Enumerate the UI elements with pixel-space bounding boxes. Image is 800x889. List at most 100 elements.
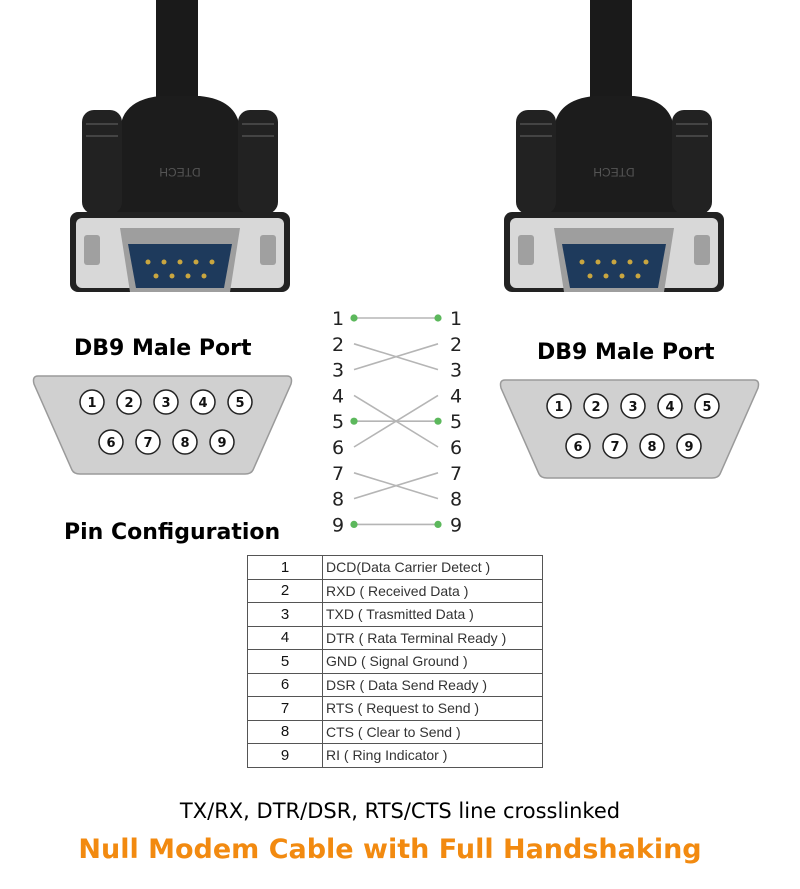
- pin-number-cell: 3: [247, 602, 323, 627]
- pin-number-cell: 6: [247, 672, 323, 697]
- left-port-pin-label: 8: [180, 436, 189, 451]
- left-port-diagram: 1 2 3 4 5 6 7 8 9: [32, 375, 293, 475]
- left-port-pin-circle: [135, 429, 161, 455]
- right-port-pin-circle: [676, 433, 702, 459]
- pin-description-cell: DTR ( Rata Terminal Ready ): [322, 625, 543, 650]
- left-port-pin-circle: [98, 429, 124, 455]
- wiring-right-pin-label: 8: [450, 489, 462, 511]
- wiring-end-dot: [350, 417, 358, 425]
- left-brand-logo: DTECH: [159, 165, 200, 179]
- left-port-pin-circle: [190, 389, 216, 415]
- right-port-pin-circle: [583, 393, 609, 419]
- pin-description-cell: CTS ( Clear to Send ): [322, 719, 543, 744]
- wiring-end-dot: [434, 520, 442, 528]
- wiring-end-dot: [350, 520, 358, 528]
- right-brand-logo: DTECH: [593, 165, 634, 179]
- wiring-left-pin-label: 2: [332, 334, 344, 356]
- pin-description-cell: DCD(Data Carrier Detect ): [322, 555, 543, 580]
- wiring-end-dot: [350, 314, 358, 322]
- pin-description-cell: GND ( Signal Ground ): [322, 649, 543, 674]
- pin-number-cell: 2: [247, 578, 323, 603]
- pin-description-cell: RI ( Ring Indicator ): [322, 743, 543, 768]
- pin-config-title: Pin Configuration: [64, 520, 281, 545]
- pin-number-cell: 5: [247, 649, 323, 674]
- right-port-pin-label: 3: [628, 400, 637, 415]
- left-port-pin-circle: [209, 429, 235, 455]
- pin-number-cell: 7: [247, 696, 323, 721]
- left-port-pin-label: 2: [124, 396, 133, 411]
- left-port-pin-label: 5: [235, 396, 244, 411]
- wiring-right-pin-label: 3: [450, 360, 462, 382]
- wiring-left-pin-label: 9: [332, 514, 344, 536]
- pin-number-cell: 1: [247, 555, 323, 580]
- pin-description-cell: DSR ( Data Send Ready ): [322, 672, 543, 697]
- wiring-left-pin-label: 5: [332, 411, 344, 433]
- right-port-pin-circle: [694, 393, 720, 419]
- left-port-pin-label: 6: [106, 436, 115, 451]
- left-port-pin-label: 7: [143, 436, 152, 451]
- caption-title: Null Modem Cable with Full Handshaking: [78, 834, 702, 865]
- wiring-right-pin-label: 5: [450, 411, 462, 433]
- left-port-pin-label: 4: [198, 396, 207, 411]
- right-port-pin-circle: [657, 393, 683, 419]
- right-port-pin-label: 2: [591, 400, 600, 415]
- left-port-pin-circle: [116, 389, 142, 415]
- wiring-left-pin-label: 7: [332, 463, 344, 485]
- left-port-pin-circle: [79, 389, 105, 415]
- right-port-pin-label: 6: [573, 440, 582, 455]
- wiring-end-dot: [434, 314, 442, 322]
- pin-number-cell: 9: [247, 743, 323, 768]
- right-port-pin-label: 8: [647, 440, 656, 455]
- right-port-pin-circle: [639, 433, 665, 459]
- pin-description-cell: RXD ( Received Data ): [322, 578, 543, 603]
- wiring-right-pin-label: 2: [450, 334, 462, 356]
- right-port-pin-circle: [565, 433, 591, 459]
- wiring-cross-line: [353, 472, 439, 500]
- wiring-left-pin-label: 1: [332, 308, 344, 330]
- left-port-pin-circle: [172, 429, 198, 455]
- wiring-cross-line: [353, 343, 439, 371]
- left-connector-photo: DTECH: [70, 0, 290, 292]
- pin-number-cell: 8: [247, 719, 323, 744]
- left-port-label: DB9 Male Port: [74, 336, 252, 361]
- wiring-left-pin-label: 6: [332, 437, 344, 459]
- left-port-pin-label: 3: [161, 396, 170, 411]
- right-port-pin-label: 9: [684, 440, 693, 455]
- right-port-diagram: 1 2 3 4 5 6 7 8 9: [499, 379, 760, 479]
- right-port-pin-label: 4: [665, 400, 674, 415]
- right-port-pin-circle: [620, 393, 646, 419]
- right-port-pin-label: 7: [610, 440, 619, 455]
- wiring-left-pin-label: 8: [332, 489, 344, 511]
- pin-number-cell: 4: [247, 625, 323, 650]
- right-port-pin-circle: [546, 393, 572, 419]
- wiring-left-pin-label: 4: [332, 385, 344, 407]
- right-port-pin-label: 1: [554, 400, 563, 415]
- caption-subtitle: TX/RX, DTR/DSR, RTS/CTS line crosslinked: [179, 799, 621, 823]
- right-port-label: DB9 Male Port: [537, 340, 715, 365]
- left-port-pin-circle: [153, 389, 179, 415]
- right-connector-photo: DTECH: [504, 0, 724, 292]
- wiring-right-pin-label: 6: [450, 437, 462, 459]
- wiring-end-dot: [434, 417, 442, 425]
- left-port-pin-circle: [227, 389, 253, 415]
- left-port-pin-label: 1: [87, 396, 96, 411]
- wiring-right-pin-label: 1: [450, 308, 462, 330]
- pin-description-cell: RTS ( Request to Send ): [322, 696, 543, 721]
- wiring-right-pin-label: 4: [450, 385, 462, 407]
- left-port-pin-label: 9: [217, 436, 226, 451]
- wiring-right-pin-label: 9: [450, 514, 462, 536]
- right-port-pin-circle: [602, 433, 628, 459]
- wiring-left-pin-label: 3: [332, 360, 344, 382]
- right-port-pin-label: 5: [702, 400, 711, 415]
